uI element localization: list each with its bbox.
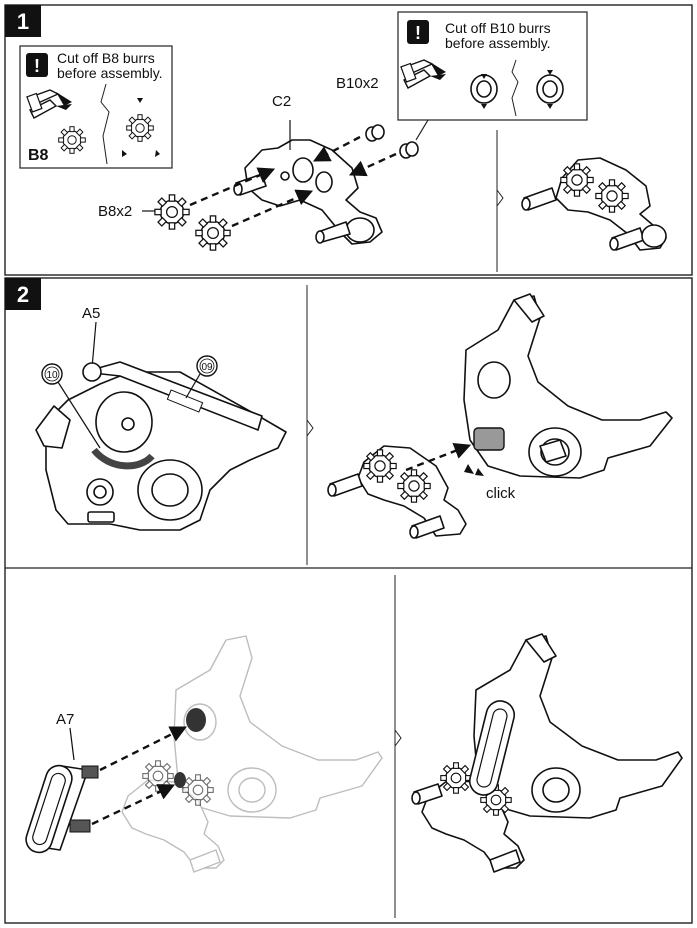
label-a5: A5 bbox=[82, 305, 100, 322]
note-b10-line2: before assembly. bbox=[445, 35, 551, 51]
step1-badge: 1 bbox=[5, 5, 41, 37]
washer-icon bbox=[536, 70, 564, 109]
gear-icon bbox=[58, 126, 86, 154]
warning-icon bbox=[26, 53, 48, 77]
gear-b8-a bbox=[154, 194, 190, 230]
gear-bracket-subassembly bbox=[327, 445, 467, 539]
label-c2: C2 bbox=[272, 93, 291, 110]
washer-b10-b bbox=[399, 141, 419, 159]
washer-b10-a bbox=[365, 124, 385, 142]
svg-text:!: ! bbox=[415, 23, 421, 43]
greyed-frame-assembly bbox=[121, 635, 383, 873]
part-code-b8: B8 bbox=[28, 147, 49, 164]
a5-housing bbox=[35, 361, 287, 531]
step2-frame bbox=[4, 277, 693, 924]
note-b10-line1: Cut off B10 burrs bbox=[445, 20, 551, 36]
a7-mount-hole-lower bbox=[174, 772, 186, 788]
note-box-b8: ! Cut off B8 burrs before assembly. B8 bbox=[19, 45, 173, 169]
a7-mount-hole-upper bbox=[186, 708, 206, 732]
svg-text:!: ! bbox=[34, 56, 40, 76]
final-assembly bbox=[411, 633, 683, 873]
warning-icon bbox=[407, 20, 429, 44]
sticker-10-callout: 10 bbox=[41, 363, 101, 449]
step1-frame bbox=[4, 4, 693, 276]
label-b8: B8x2 bbox=[98, 203, 132, 220]
step1-number: 1 bbox=[17, 9, 29, 34]
shaft-click-point bbox=[473, 427, 505, 451]
label-b10: B10x2 bbox=[336, 75, 379, 92]
sticker-10-number: 10 bbox=[46, 370, 58, 381]
c2-assembled-result bbox=[521, 157, 667, 251]
sticker-09-number: 09 bbox=[201, 362, 213, 373]
washer-icon bbox=[470, 74, 498, 109]
gear-icon bbox=[126, 114, 154, 142]
step2-badge: 2 bbox=[5, 278, 41, 310]
note-box-b10: ! Cut off B10 burrs before assembly. bbox=[397, 11, 588, 141]
main-frame-assembly bbox=[463, 293, 673, 479]
label-click: click bbox=[486, 485, 516, 502]
c2-bracket bbox=[233, 120, 383, 245]
note-b8-line2: before assembly. bbox=[57, 65, 163, 81]
note-b8-line1: Cut off B8 burrs bbox=[57, 50, 155, 66]
gear-b8-b bbox=[195, 215, 231, 251]
sticker-09-callout: 09 bbox=[185, 355, 218, 399]
a7-handle bbox=[25, 764, 99, 854]
step2-number: 2 bbox=[17, 282, 29, 307]
label-a7: A7 bbox=[56, 711, 74, 728]
